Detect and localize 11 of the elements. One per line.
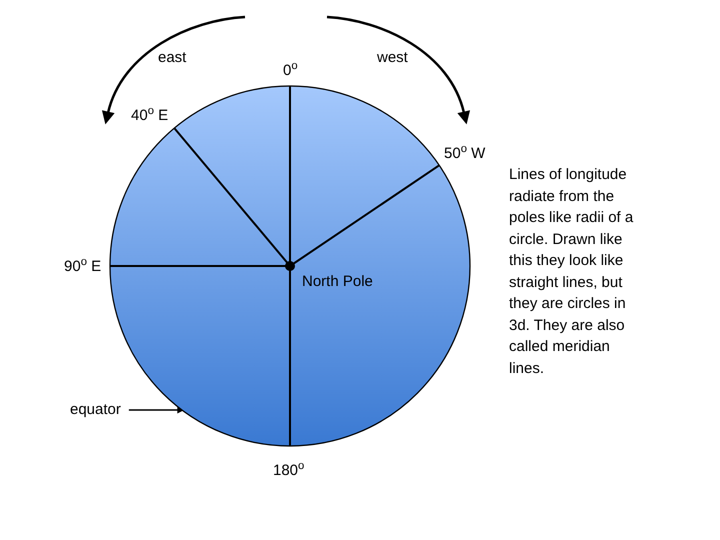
meridian-label: 0$^{o}$: [283, 62, 298, 80]
meridian-label: 180$^{o}$: [273, 462, 304, 480]
note-text: Lines of longitude radiate from the poles like radii of a circle. Drawn like this they look like straight lines, but they are circles in 3d. They are also called meridian lines.: [509, 165, 634, 378]
direction-label: west: [377, 49, 408, 67]
pole-label: North Pole: [302, 273, 373, 291]
direction-label: east: [158, 49, 186, 67]
leader-arrow: [128, 406, 184, 414]
meridian-label: 40$^{o}$ E: [131, 107, 168, 125]
meridian-label: 90$^{o}$ E: [64, 258, 102, 276]
equator-label: equator: [70, 401, 121, 419]
meridian-label: 50$^{o}$ W: [444, 145, 486, 163]
